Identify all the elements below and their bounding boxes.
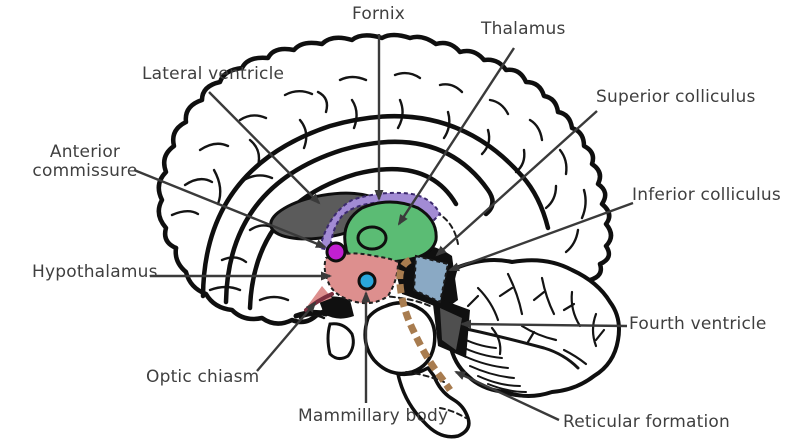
- fornix-band: [318, 191, 442, 252]
- mammillary-body-dot: [357, 271, 377, 291]
- lateral-ventricle-arrow: [208, 91, 321, 205]
- medulla-outline: [396, 366, 471, 439]
- fourth-ventricle-region: [440, 308, 462, 350]
- anterior-commissure-arrow: [133, 168, 327, 249]
- pons-outline: [363, 301, 437, 376]
- optic-chiasm-arrow: [256, 301, 317, 372]
- anterior-commissure-dot: [325, 241, 347, 263]
- label-hypothalamus: Hypothalamus: [32, 262, 158, 282]
- cortex-outline: [156, 32, 614, 311]
- annotation-arrows: [133, 34, 634, 422]
- label-fourth-ventricle: Fourth ventricle: [629, 314, 767, 334]
- cerebellum-stripe-boundary: [450, 324, 580, 370]
- medulla-tip-dashed: [439, 407, 467, 419]
- colliculi-region: [412, 254, 450, 304]
- label-lateral-ventricle: Lateral ventricle: [142, 64, 285, 84]
- label-fornix: Fornix: [352, 4, 406, 24]
- inferior-colliculus-arrow: [448, 201, 634, 272]
- label-inferior-colliculus: Inferior colliculus: [632, 185, 781, 205]
- label-mammillary-body: Mammillary body: [298, 406, 449, 426]
- label-reticular-formation: Reticular formation: [563, 412, 730, 432]
- superior-colliculus-arrow: [435, 110, 598, 257]
- reticular-formation-arrow: [454, 370, 560, 422]
- label-anterior-commissure: Anterior commissure: [32, 142, 138, 181]
- cerebellum-foliage: [466, 272, 606, 366]
- interthalamic-adhesion: [356, 225, 388, 251]
- label-optic-chiasm: Optic chiasm: [146, 367, 260, 387]
- label-thalamus: Thalamus: [481, 19, 566, 39]
- reticular-formation-band: [396, 256, 453, 392]
- label-superior-colliculus: Superior colliculus: [596, 87, 756, 107]
- fourth-ventricle-arrow: [460, 319, 628, 329]
- uncus-bump: [326, 322, 355, 361]
- thalamus-arrow: [397, 47, 516, 226]
